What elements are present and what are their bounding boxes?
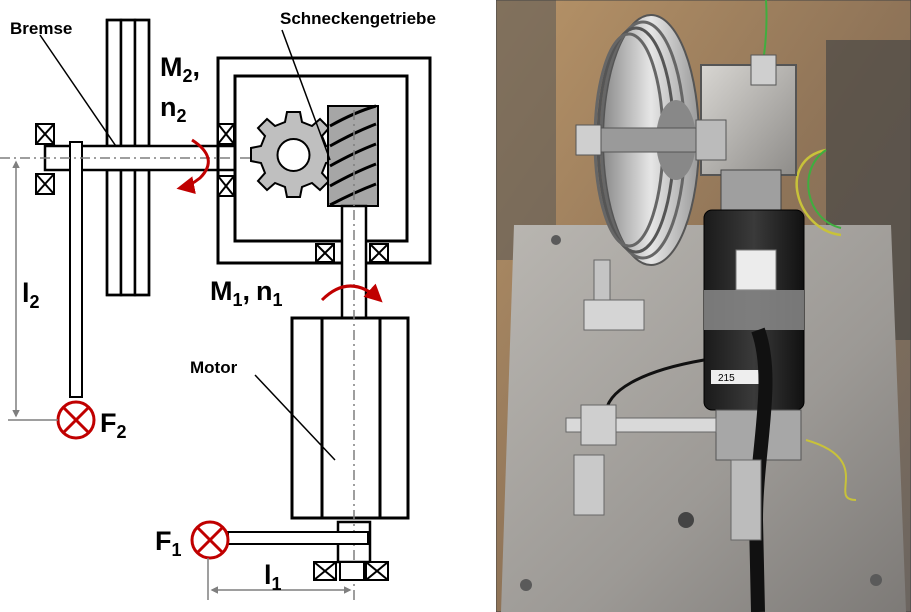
label-worm-gear: Schneckengetriebe [280, 9, 436, 28]
label-brake: Bremse [10, 19, 72, 38]
svg-text:215: 215 [718, 373, 735, 384]
schematic-diagram: Bremse Schneckengetriebe Motor M2, n2 M1… [0, 9, 436, 600]
worm-bearing [315, 243, 389, 263]
label-lever-1: l1 [264, 560, 282, 594]
label-force-2: F2 [100, 408, 127, 442]
label-output-speed: n2 [160, 92, 187, 126]
output-rotation-arrow [176, 138, 210, 194]
label-force-1: F1 [155, 526, 182, 560]
label-motor: Motor [190, 358, 238, 377]
input-rotation-arrow [320, 283, 383, 303]
dimension-l2 [8, 160, 58, 421]
lever-photo [565, 404, 762, 541]
force-1-icon [190, 520, 230, 560]
lever-arm-1 [227, 531, 369, 545]
force-2-icon [56, 400, 96, 440]
lever-arm-2 [69, 141, 83, 398]
label-input-torque-speed: M1,n1 [210, 276, 283, 310]
worm-screw-icon [327, 104, 379, 207]
gear-wheel-icon [250, 111, 337, 198]
label-lever-2: l2 [22, 278, 40, 312]
label-output-torque: M2, [160, 52, 200, 86]
left-bearing [35, 123, 55, 195]
motor-bottom-bearing [313, 561, 389, 581]
test-bench-photo: 215 [496, 0, 911, 612]
gearbox-shaft-bearing [217, 123, 235, 197]
dimension-l1 [207, 558, 352, 600]
motor-body [290, 316, 410, 520]
motor-photo: 215 [703, 169, 805, 461]
gearbox-photo [695, 54, 797, 176]
